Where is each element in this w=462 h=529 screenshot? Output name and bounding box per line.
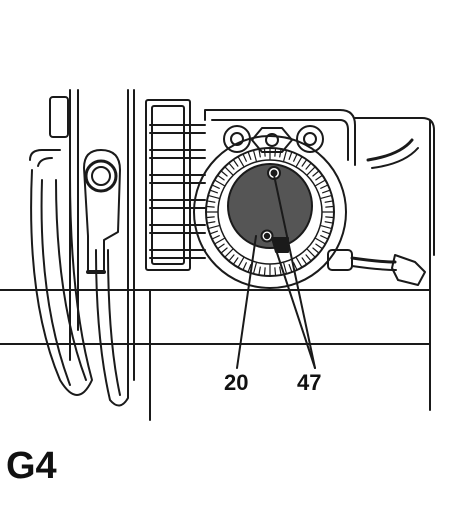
dial-tick	[263, 148, 266, 157]
dial-tick	[320, 235, 328, 240]
dial-tick	[221, 170, 228, 177]
leader-lines	[236, 174, 316, 369]
dial-tick	[305, 254, 312, 261]
dial-tick	[312, 170, 319, 177]
dial-tick	[212, 235, 220, 240]
dial-tick	[258, 149, 261, 158]
dial-tick	[242, 154, 247, 162]
dial-tick	[274, 148, 277, 157]
base-frame	[0, 119, 431, 421]
dial-tick	[322, 230, 330, 235]
dial-tick	[305, 163, 312, 170]
dark-rotor-disc	[227, 163, 313, 249]
dial-tick	[224, 248, 234, 258]
dial-tick	[306, 166, 316, 176]
dial-tick	[288, 152, 293, 160]
dial-tick	[228, 254, 235, 261]
dial-tick	[212, 184, 220, 189]
dial-tick	[247, 264, 252, 272]
dial-tick	[315, 243, 323, 249]
dial-tick	[253, 262, 257, 274]
dial-tick	[253, 150, 257, 162]
dial-tick	[208, 195, 220, 199]
callout-20: 20	[224, 370, 249, 395]
dial-tick	[315, 237, 326, 245]
belt-pulley-assembly	[29, 89, 135, 407]
dial-tick	[312, 247, 319, 254]
dial-tick	[293, 262, 298, 270]
dial-tick	[210, 230, 218, 235]
dial-tick	[283, 262, 287, 274]
leader-20	[236, 235, 257, 369]
dial-tick	[324, 200, 333, 203]
dial-tick	[237, 257, 245, 268]
dial-tick	[237, 156, 245, 167]
dial-tick	[315, 179, 326, 187]
dial-tick	[320, 184, 328, 189]
dial-tick	[263, 267, 266, 276]
dial-tick	[214, 237, 225, 245]
dial-tick	[315, 175, 323, 181]
dial-tick	[214, 179, 225, 187]
dial-tick	[224, 166, 234, 176]
dial-tick	[295, 156, 303, 167]
dial-tick	[288, 264, 293, 272]
dial-tick	[207, 200, 216, 203]
dial-tick	[279, 266, 282, 275]
dial-tick	[217, 243, 225, 249]
timing-dial	[193, 135, 347, 289]
upper-housing	[204, 109, 356, 166]
dial-tick	[247, 152, 252, 160]
callout-47: 47	[297, 370, 322, 395]
dial-tick	[258, 266, 261, 275]
fin-block	[145, 99, 206, 271]
dial-tick	[221, 247, 228, 254]
leader-47-b	[275, 249, 316, 369]
dial-tick	[320, 225, 332, 229]
dial-tick	[295, 257, 303, 268]
dial-tick	[279, 149, 282, 158]
dial-tick	[293, 154, 298, 162]
dial-tick	[283, 150, 287, 162]
pointer-tab	[271, 237, 289, 253]
dial-tick	[322, 189, 330, 194]
dial-tick	[206, 216, 215, 219]
figure-id-label: G4	[6, 445, 57, 487]
dial-tick	[233, 159, 239, 167]
dial-tick	[325, 216, 334, 219]
dial-tick	[301, 159, 307, 167]
dial-tick	[306, 248, 316, 258]
dial-tick	[206, 205, 215, 208]
dial-tick	[208, 225, 220, 229]
dial-tick	[233, 257, 239, 265]
dial-tick	[207, 221, 216, 224]
dial-tick	[324, 221, 333, 224]
right-housing-and-cable	[327, 117, 435, 286]
dial-tick	[210, 189, 218, 194]
leader-47-a	[273, 174, 316, 369]
dial-tick	[228, 163, 235, 170]
dial-tick	[217, 175, 225, 181]
dial-tick	[320, 195, 332, 199]
dial-tick	[274, 267, 277, 276]
dial-scale-ticks	[206, 148, 334, 276]
dial-tick	[325, 205, 334, 208]
dial-tick	[301, 257, 307, 265]
dial-tick	[242, 262, 247, 270]
